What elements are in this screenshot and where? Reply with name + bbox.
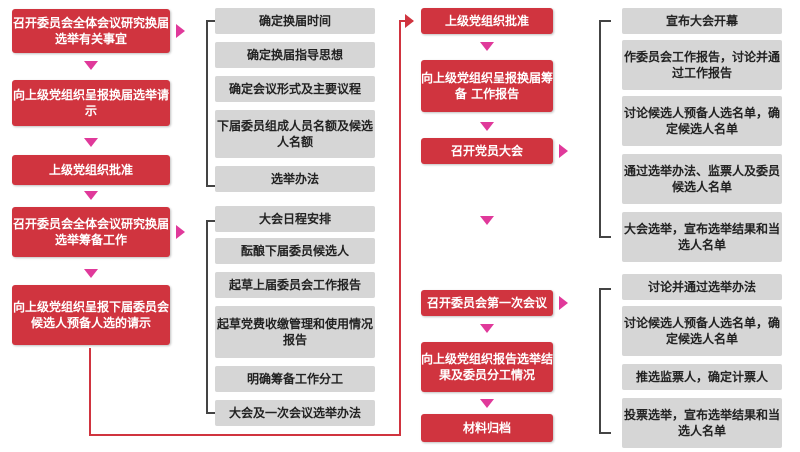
left-step-2: 向上级党组织呈报换届选举请示 (12, 80, 170, 126)
group2-item: 起草上届委员会工作报告 (215, 272, 375, 298)
left-step-1: 召开委员会全体会议研究换届选举有关事宜 (12, 9, 170, 53)
arrow-right-icon (559, 144, 568, 158)
group4-bracket (599, 288, 611, 434)
group1-item: 确定会议形式及主要议程 (215, 76, 375, 102)
left-step-4: 召开委员会全体会议研究换届选举筹备工作 (12, 207, 170, 257)
arrow-right-icon (176, 24, 185, 38)
group3-item: 通过选举办法、监票人及委员候选人名单 (622, 154, 782, 204)
group1-item: 选举办法 (215, 166, 375, 192)
mid-step-5: 向上级党组织报告选举结果及委员分工情况 (421, 342, 553, 392)
flow-line (89, 348, 91, 436)
left-step-3: 上级党组织批准 (12, 155, 170, 185)
arrow-down-icon (480, 122, 494, 131)
group1-item: 确定换届时间 (215, 8, 375, 34)
arrow-down-icon (480, 216, 494, 225)
group2-item: 酝酿下届委员候选人 (215, 238, 375, 264)
group2-item: 大会及一次会议选举办法 (215, 400, 375, 426)
group3-bracket (599, 20, 611, 238)
group3-item: 讨论候选人预备人选名单，确定候选人名单 (622, 96, 782, 146)
arrow-down-icon (84, 138, 98, 147)
group4-item: 讨论候选人预备人选名单，确定候选人名单 (622, 306, 782, 356)
group1-item: 确定换届指导思想 (215, 42, 375, 68)
arrow-down-icon (84, 191, 98, 200)
group3-item: 大会选举，宣布选举结果和当选人名单 (622, 212, 782, 262)
left-step-5: 向上级党组织呈报下届委员会候选人预备人选的请示 (12, 285, 170, 345)
arrow-down-icon (84, 269, 98, 278)
group4-item: 投票选举，宣布选举结果和当选人名单 (622, 398, 782, 448)
arrow-right-icon (559, 296, 568, 310)
group2-item: 明确筹备工作分工 (215, 366, 375, 392)
group3-item: 作委员会工作报告，讨论并通过工作报告 (622, 40, 782, 90)
mid-step-4: 召开委员会第一次会议 (421, 290, 553, 316)
arrow-down-icon (480, 399, 494, 408)
mid-step-3: 召开党员大会 (421, 138, 553, 164)
group3-item: 宣布大会开幕 (622, 8, 782, 34)
group1-bracket (206, 20, 218, 187)
group2-item: 大会日程安排 (215, 206, 375, 232)
group2-bracket (206, 220, 218, 414)
arrow-down-icon (480, 324, 494, 333)
mid-step-6: 材料归档 (421, 414, 553, 442)
arrow-right-icon (176, 225, 185, 239)
arrow-down-icon (84, 61, 98, 70)
group2-item: 起草党费收缴管理和使用情况报告 (215, 306, 375, 358)
flow-line (89, 434, 401, 436)
flow-line (399, 20, 401, 436)
mid-step-1: 上级党组织批准 (421, 8, 553, 34)
group1-item: 下届委员组成人员名额及候选人名额 (215, 110, 375, 158)
group4-item: 推选监票人，确定计票人 (622, 364, 782, 390)
mid-step-2: 向上级党组织呈报换届筹备 工作报告 (421, 60, 553, 112)
arrow-right-icon (405, 14, 414, 28)
arrow-down-icon (480, 42, 494, 51)
group4-item: 讨论并通过选举办法 (622, 274, 782, 300)
